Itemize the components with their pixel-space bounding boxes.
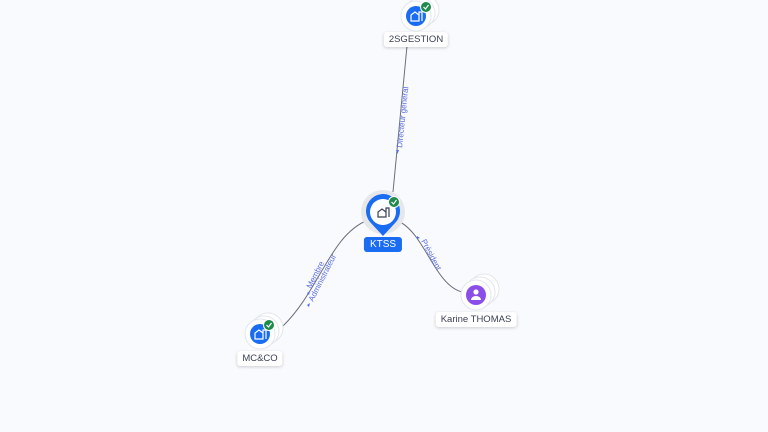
node-label-karine-thomas[interactable]: Karine THOMAS (435, 312, 517, 327)
edge-left[interactable]: Membre Administrateur (282, 219, 369, 327)
person-icon (471, 289, 481, 300)
node-label-mcco[interactable]: MC&CO (237, 351, 283, 366)
edge-right[interactable]: Président (399, 221, 463, 293)
verified-check-icon (388, 196, 400, 208)
edge-arrow-icon (417, 236, 420, 239)
building-icon (254, 329, 267, 340)
edge-arrow-icon (307, 303, 310, 307)
node-label-2sgestion[interactable]: 2SGESTION (383, 32, 449, 47)
edge-label-right: Président (419, 238, 443, 273)
edge-top[interactable]: Directeur général (392, 45, 410, 193)
node-2sgestion[interactable] (400, 0, 440, 32)
verified-check-icon (263, 319, 275, 331)
building-icon (410, 11, 423, 22)
node-label-ktss[interactable]: KTSS (363, 237, 403, 252)
building-icon (377, 207, 390, 218)
node-ktss[interactable] (361, 190, 405, 236)
edge-arrow-icon (396, 150, 399, 154)
edge-arrow-icon (307, 291, 310, 295)
edge-label-top: Directeur général (395, 86, 410, 148)
verified-check-icon (420, 1, 432, 13)
node-mcco[interactable] (244, 312, 284, 350)
node-karine-thomas[interactable] (460, 273, 500, 311)
